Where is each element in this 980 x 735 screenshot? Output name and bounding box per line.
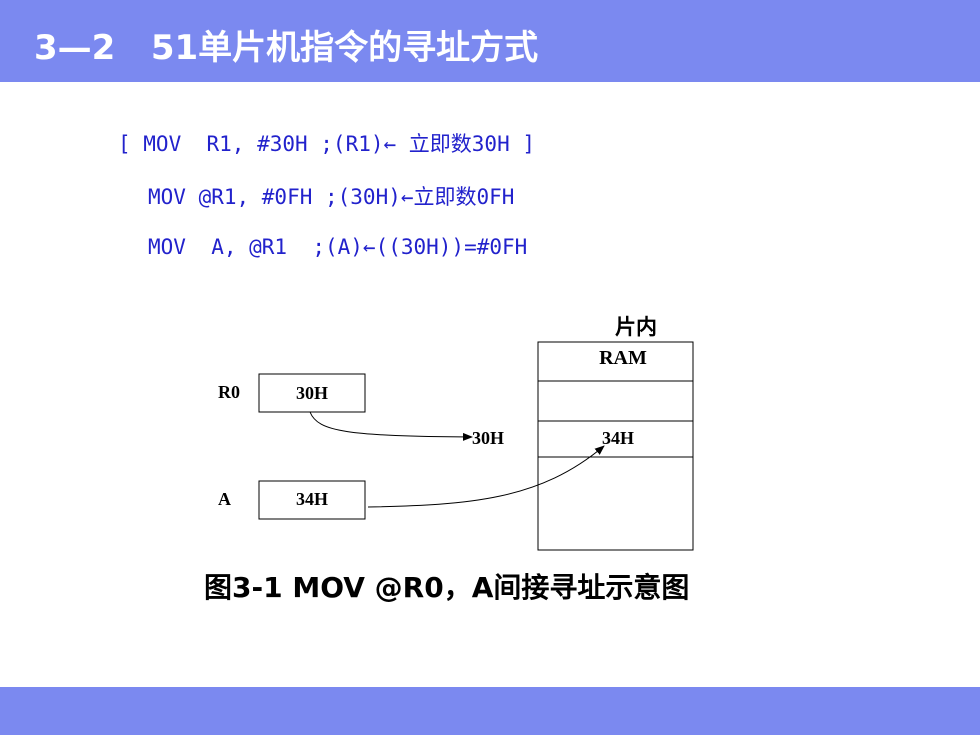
r0-label: R0 — [218, 382, 240, 402]
footer-bar — [0, 687, 980, 735]
r0-box — [258, 373, 366, 413]
pointer-arrow — [309, 411, 473, 441]
r0-value: 30H — [296, 383, 328, 403]
code-line-2: MOV @R1, #0FH ;(30H)←立即数0FH — [148, 185, 515, 209]
transfer-arrow — [367, 445, 605, 508]
header-bar — [0, 0, 980, 82]
ram-cell-value: 34H — [602, 428, 634, 448]
a-label: A — [218, 489, 231, 509]
ram-label: RAM — [599, 347, 647, 369]
slide-title: 3—2 51单片机指令的寻址方式 — [34, 28, 539, 68]
a-box — [258, 480, 366, 520]
addr-label: 30H — [472, 428, 504, 448]
figure-caption: 图3-1 MOV @R0，A间接寻址示意图 — [204, 571, 690, 604]
code-line-1: [ MOV R1, #30H ;(R1)← 立即数30H ] — [118, 132, 536, 156]
ram-label-top: 片内 — [615, 315, 657, 339]
code-line-3: MOV A, @R1 ;(A)←((30H))=#0FH — [148, 235, 528, 259]
a-value: 34H — [296, 489, 328, 509]
ram-block — [537, 341, 694, 551]
